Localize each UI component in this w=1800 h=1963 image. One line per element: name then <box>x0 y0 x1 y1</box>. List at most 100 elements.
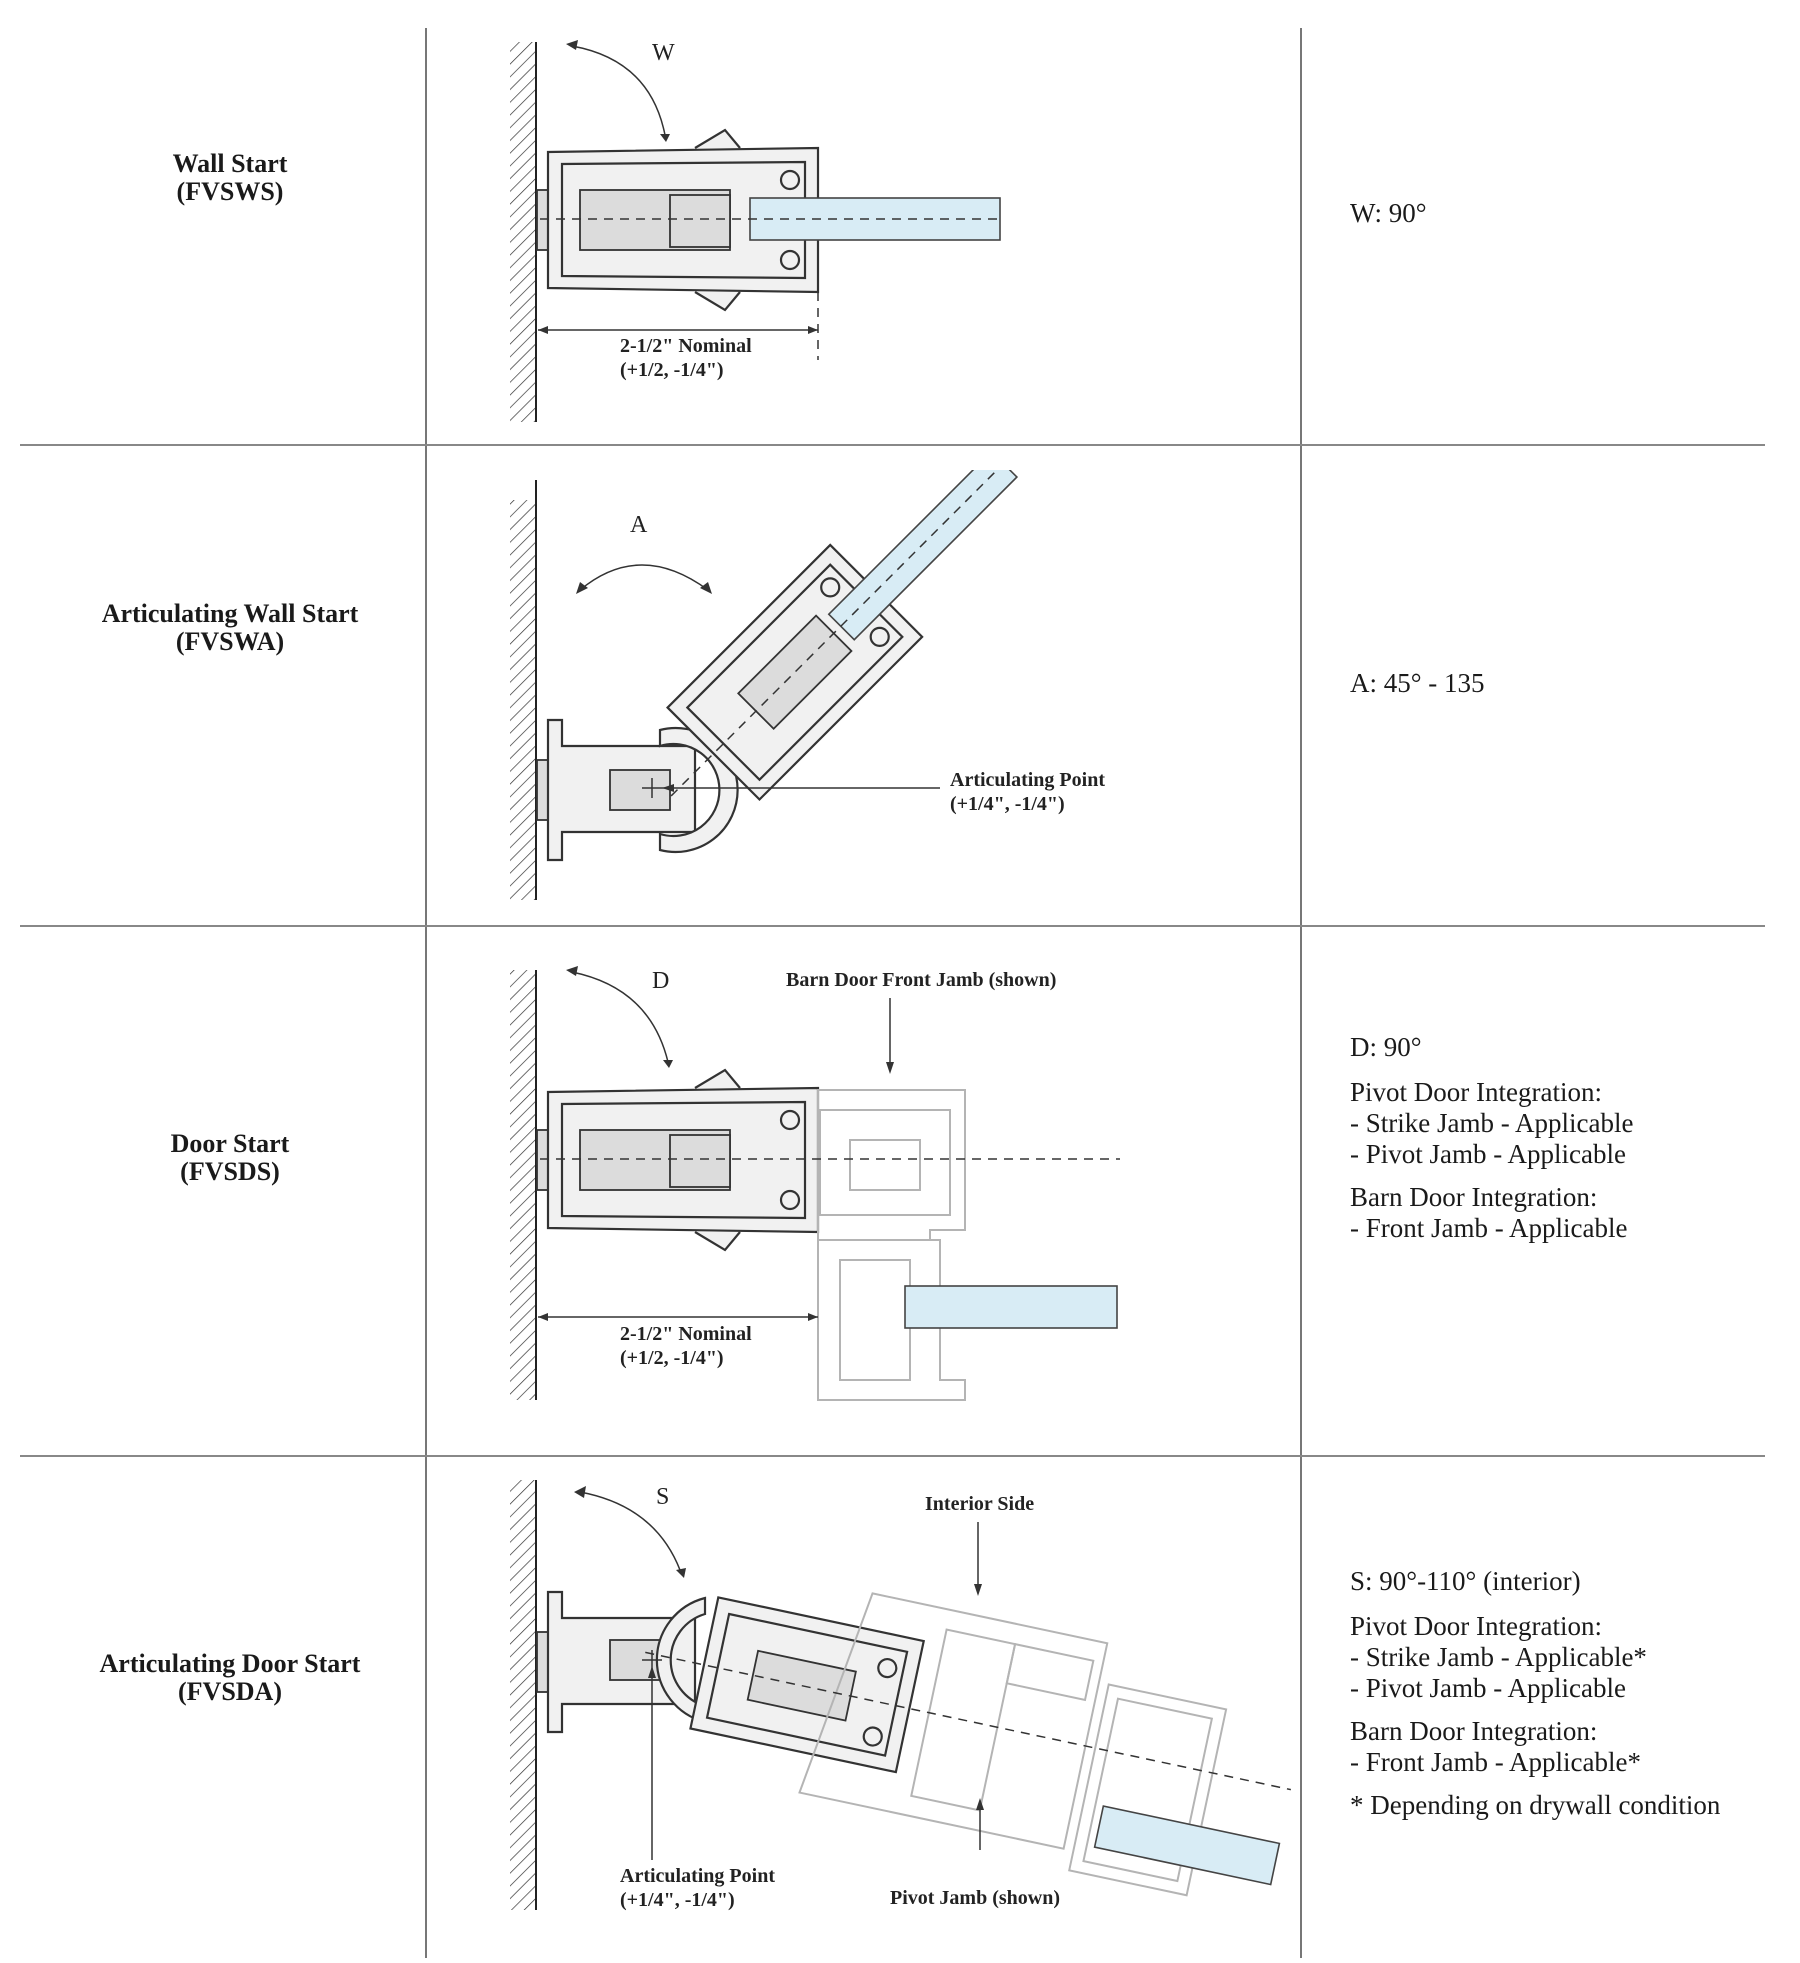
angle-letter: D <box>652 968 669 994</box>
spec-group-title: Pivot Door Integration: <box>1350 1077 1602 1107</box>
swing-arrow <box>579 564 709 591</box>
column-divider-left <box>425 28 427 1958</box>
gasket-top <box>779 1109 801 1131</box>
barn-door-jamb-inner <box>849 1139 921 1191</box>
spec-group-pivot: Pivot Door Integration: - Strike Jamb - … <box>1350 1077 1770 1170</box>
dimension-label: 2-1/2" Nominal <box>620 1323 752 1345</box>
wall-hatch <box>510 500 536 900</box>
spec-group-barn: Barn Door Integration: - Front Jamb - Ap… <box>1350 1716 1770 1778</box>
wall-hatch <box>510 1480 536 1910</box>
gasket-top <box>779 169 801 191</box>
arrow-head <box>538 326 548 334</box>
spec-angle: S: 90°-110° (interior) <box>1350 1566 1581 1596</box>
arrow-head <box>566 966 578 976</box>
arrow-head <box>660 134 670 142</box>
row-name-line2: (FVSDA) <box>178 1677 282 1706</box>
angle-letter: S <box>656 1484 669 1510</box>
barn-door-jamb <box>817 1089 966 1241</box>
spec-item: - Front Jamb - Applicable <box>1350 1213 1628 1243</box>
callout-label: Articulating Point <box>950 769 1105 791</box>
gasket-bottom <box>779 249 801 271</box>
callout-tolerance: (+1/4", -1/4") <box>620 1889 735 1911</box>
angled-arm <box>645 1592 1292 1897</box>
spec-angle: D: 90° <box>1350 1032 1422 1062</box>
row-divider-2 <box>20 925 1765 927</box>
spec-angle: A: 45° - 135 <box>1350 668 1485 698</box>
swing-arrow <box>571 45 666 136</box>
arrow-head <box>974 1584 982 1596</box>
spec-footnote: * Depending on drywall condition <box>1350 1790 1770 1821</box>
angle-letter: A <box>630 512 648 538</box>
row-name-line2: (FVSDS) <box>180 1157 280 1186</box>
spec-angle: W: 90° <box>1350 198 1427 228</box>
arrow-head <box>700 582 712 594</box>
row-specs-articulating-wall-start: A: 45° - 135 <box>1350 668 1770 713</box>
swing-arrow <box>579 1491 681 1571</box>
arrow-head <box>576 582 588 594</box>
spec-item: - Pivot Jamb - Applicable <box>1350 1673 1626 1703</box>
callout-tolerance: (+1/4", -1/4") <box>950 793 1065 815</box>
row-name-line1: Articulating Door Start <box>99 1649 361 1678</box>
wall-hatch <box>510 42 536 422</box>
row-name-articulating-wall-start: Articulating Wall Start (FVSWA) <box>20 600 440 656</box>
barn-door-jamb-lower <box>817 1239 966 1401</box>
articulating-wall-start-drawing: A Articulating Point (+1/4", -1/4") <box>510 470 1105 900</box>
arrow-head <box>648 1666 656 1678</box>
spec-item: - Pivot Jamb - Applicable <box>1350 1139 1626 1169</box>
row-name-line2: (FVSWS) <box>176 177 284 206</box>
dimension-tolerance: (+1/2, -1/4") <box>620 359 724 381</box>
callout-label: Articulating Point <box>620 1865 775 1887</box>
angled-arm <box>666 470 1019 802</box>
clip-top <box>694 1068 741 1089</box>
arrow-head <box>538 1313 548 1321</box>
arrow-head <box>886 1062 894 1074</box>
spec-group-barn: Barn Door Integration: - Front Jamb - Ap… <box>1350 1182 1770 1244</box>
arrow-head <box>676 1568 686 1578</box>
row-divider-3 <box>20 1455 1765 1457</box>
row-name-articulating-door-start: Articulating Door Start (FVSDA) <box>20 1650 440 1706</box>
arrow-head <box>976 1798 984 1810</box>
row-divider-1 <box>20 444 1765 446</box>
spec-item: - Front Jamb - Applicable* <box>1350 1747 1641 1777</box>
row-name-line1: Articulating Wall Start <box>101 599 359 628</box>
row-name-line1: Door Start <box>170 1129 290 1158</box>
spec-group-title: Barn Door Integration: <box>1350 1716 1598 1746</box>
door-start-drawing: D Barn Door Front Jamb (shown) 2-1/2" No… <box>510 966 1120 1401</box>
spec-item: - Strike Jamb - Applicable <box>1350 1108 1634 1138</box>
clip-top <box>694 128 741 149</box>
row-name-wall-start: Wall Start (FVSWS) <box>20 150 440 206</box>
base-slot <box>609 769 671 811</box>
row-specs-door-start: D: 90° Pivot Door Integration: - Strike … <box>1350 1032 1770 1256</box>
angle-letter: W <box>652 40 675 66</box>
callout-bottom-label: Pivot Jamb (shown) <box>890 1887 1060 1909</box>
callout-top-label: Interior Side <box>925 1493 1034 1515</box>
spec-group-title: Pivot Door Integration: <box>1350 1611 1602 1641</box>
dimension-label: 2-1/2" Nominal <box>620 335 752 357</box>
gasket-bottom <box>779 1189 801 1211</box>
glass-panel <box>904 1285 1118 1329</box>
spec-group-title: Barn Door Integration: <box>1350 1182 1598 1212</box>
arrow-head <box>662 784 674 792</box>
row-specs-articulating-door-start: S: 90°-110° (interior) Pivot Door Integr… <box>1350 1566 1770 1833</box>
callout-top-label: Barn Door Front Jamb (shown) <box>786 969 1056 991</box>
row-name-line2: (FVSWA) <box>175 627 285 656</box>
wall-hatch <box>510 970 536 1400</box>
channel-core <box>669 1134 731 1188</box>
arrow-head <box>566 40 578 50</box>
arrow-head <box>808 1313 818 1321</box>
clip-bottom <box>694 1231 741 1252</box>
row-specs-wall-start: W: 90° <box>1350 198 1770 243</box>
arrow-head <box>808 326 818 334</box>
spec-item: - Strike Jamb - Applicable* <box>1350 1642 1647 1672</box>
spec-footnote-text: * Depending on drywall condition <box>1350 1790 1721 1820</box>
row-name-line1: Wall Start <box>172 149 288 178</box>
clip-bottom <box>694 291 741 312</box>
arrow-head <box>574 1486 586 1498</box>
articulating-door-start-drawing: S Interior Side Articulating Point (+1/4… <box>510 1480 1292 1911</box>
dimension-tolerance: (+1/2, -1/4") <box>620 1347 724 1369</box>
swing-arrow <box>571 971 669 1063</box>
spec-group-pivot: Pivot Door Integration: - Strike Jamb - … <box>1350 1611 1770 1704</box>
column-divider-right <box>1300 28 1302 1958</box>
arrow-head <box>663 1060 673 1068</box>
